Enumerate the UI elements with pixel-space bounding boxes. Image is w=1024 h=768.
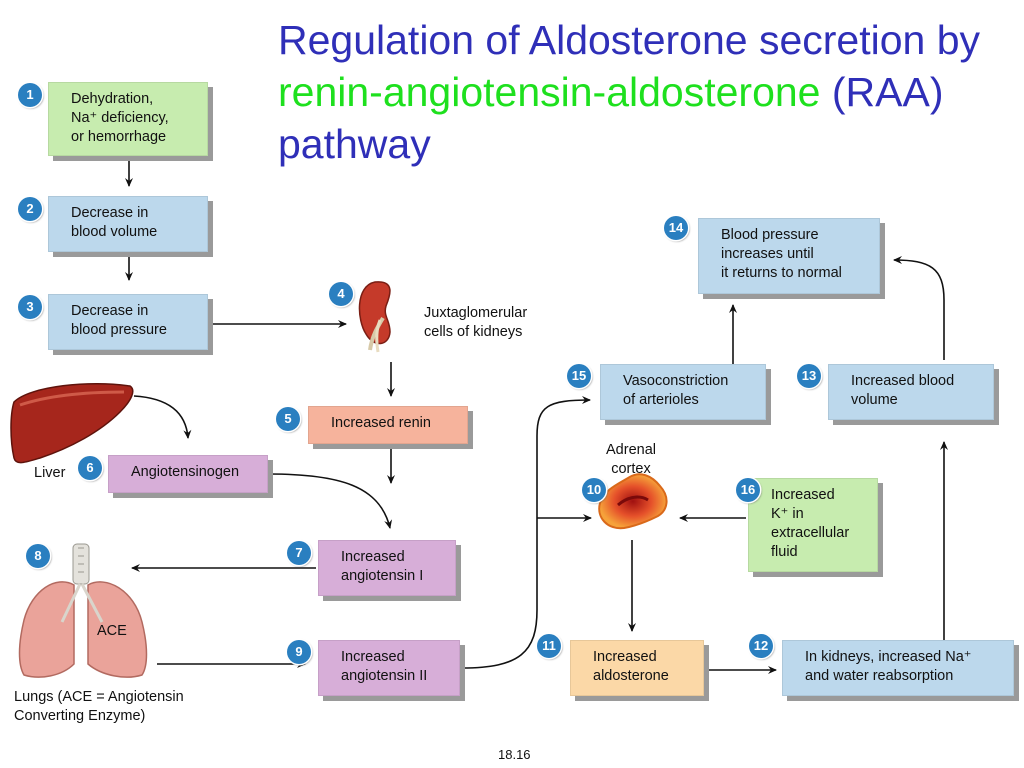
step-8-label: Lungs (ACE = Angiotensin Converting Enzy… [14,689,184,724]
step-12-text: In kidneys, increased Na⁺ and water reab… [805,649,972,684]
badge-8: 8 [26,544,50,568]
kidney-icon [358,281,391,353]
step-5-text: Increased renin [331,415,431,431]
step-3-text: Decrease in blood pressure [71,303,167,338]
step-15-box: Vasoconstriction of arterioles [600,364,766,420]
slide-number: 18.16 [498,747,531,762]
step-13-box: Increased blood volume [828,364,994,420]
step-6-box: Angiotensinogen [108,455,268,493]
step-11-box: Increased aldosterone [570,640,704,696]
step-13-text: Increased blood volume [851,373,955,408]
lungs-icon [18,543,148,678]
badge-14: 14 [664,216,688,240]
step-16-box: Increased K⁺ in extracellular fluid [748,478,878,572]
badge-9: 9 [287,640,311,664]
step-7-text: Increased angiotensin I [341,549,424,584]
badge-1: 1 [18,83,42,107]
liver-icon [10,382,134,464]
step-1-text: Dehydration, Na⁺ deficiency, or hemorrha… [71,91,169,145]
badge-10: 10 [582,478,606,502]
badge-12: 12 [749,634,773,658]
step-2-text: Decrease in blood volume [71,205,158,240]
step-12-box: In kidneys, increased Na⁺ and water reab… [782,640,1014,696]
title-highlight: renin-angiotensin-aldosterone [278,69,821,115]
badge-16: 16 [736,478,760,502]
ace-label: ACE [97,623,127,639]
step-7-box: Increased angiotensin I [318,540,456,596]
step-5-box: Increased renin [308,406,468,444]
title-part1: Regulation of Aldosterone secretion by [278,17,981,63]
step-6-text: Angiotensinogen [131,464,240,480]
step-10-label: Adrenal cortex [606,442,656,477]
step-1-box: Dehydration, Na⁺ deficiency, or hemorrha… [48,82,208,156]
badge-6: 6 [78,456,102,480]
liver-label: Liver [34,465,66,481]
step-15-text: Vasoconstriction of arterioles [623,373,729,408]
step-2-box: Decrease in blood volume [48,196,208,252]
step-4-label: Juxtaglomerular cells of kidneys [424,305,528,340]
step-3-box: Decrease in blood pressure [48,294,208,350]
page-title: Regulation of Aldosterone secretion by r… [278,14,1008,170]
step-9-text: Increased angiotensin II [341,649,428,684]
badge-7: 7 [287,541,311,565]
title-part2: (RAA) pathway [278,69,944,167]
badge-2: 2 [18,197,42,221]
badge-13: 13 [797,364,821,388]
badge-15: 15 [567,364,591,388]
adrenal-cortex-icon [598,473,668,530]
badge-5: 5 [276,407,300,431]
step-9-box: Increased angiotensin II [318,640,460,696]
step-16-text: Increased K⁺ in extracellular fluid [771,487,850,560]
step-14-box: Blood pressure increases until it return… [698,218,880,294]
badge-3: 3 [18,295,42,319]
step-14-text: Blood pressure increases until it return… [721,227,842,281]
badge-11: 11 [537,634,561,658]
step-11-text: Increased aldosterone [593,649,669,684]
badge-4: 4 [329,282,353,306]
